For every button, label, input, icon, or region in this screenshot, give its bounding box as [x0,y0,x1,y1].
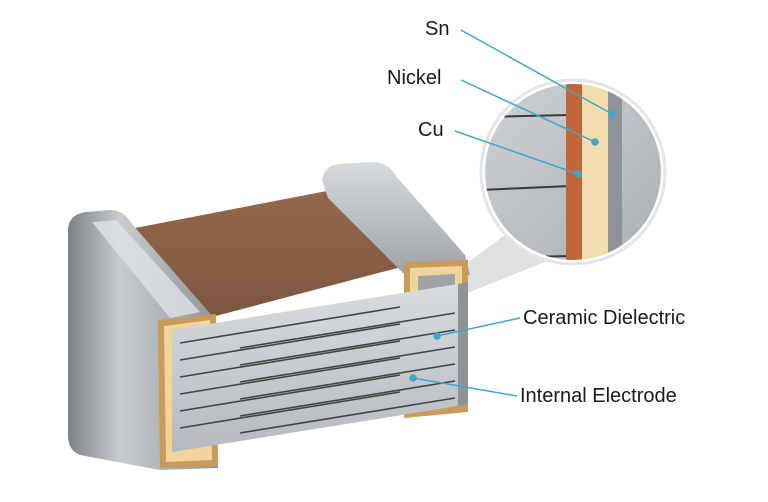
leader-lines [409,29,616,397]
label-internal-electrode: Internal Electrode [520,385,677,407]
ceramic-top-surface [135,190,420,317]
label-cu: Cu [418,119,444,141]
label-ceramic-dielectric: Ceramic Dielectric [523,307,686,329]
label-sn: Sn [425,18,450,40]
cross-section [172,282,468,452]
label-nickel: Nickel [387,67,442,89]
